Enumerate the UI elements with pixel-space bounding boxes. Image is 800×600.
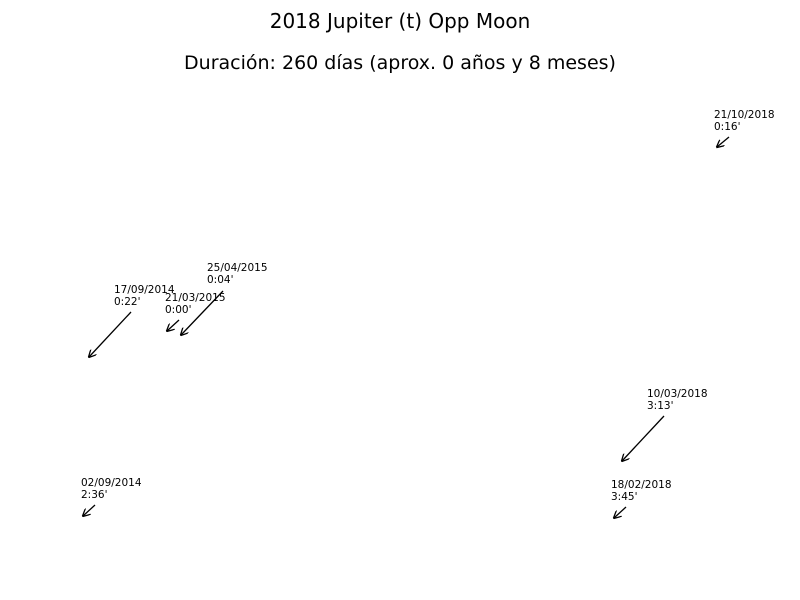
chart-title: 2018 Jupiter (t) Opp Moon (270, 9, 531, 33)
annotation-date: 25/04/2015 (207, 262, 268, 274)
annotation-layer: 02/09/20142:36'17/09/20140:22'21/03/2015… (81, 109, 775, 518)
annotation-date: 17/09/2014 (114, 284, 175, 296)
annotation-value: 3:45' (611, 491, 637, 503)
annotation-value: 0:16' (714, 121, 740, 133)
annotation-arrow (167, 319, 180, 331)
annotation-arrow (83, 504, 96, 516)
annotation-arrow (614, 506, 627, 518)
annotation-value: 0:00' (165, 304, 191, 316)
annotation-arrow (89, 311, 132, 357)
annotation-value: 3:13' (647, 400, 673, 412)
chart-subtitle: Duración: 260 días (aprox. 0 años y 8 me… (184, 52, 616, 74)
annotation-date: 18/02/2018 (611, 479, 672, 491)
annotation-date: 10/03/2018 (647, 388, 708, 400)
annotation-date: 21/03/2015 (165, 292, 226, 304)
annotation-value: 2:36' (81, 489, 107, 501)
annotation-date: 02/09/2014 (81, 477, 142, 489)
annotation-arrow (622, 415, 665, 461)
annotation-value: 0:04' (207, 274, 233, 286)
annotation-arrow (181, 290, 224, 335)
annotation-date: 21/10/2018 (714, 109, 775, 121)
annotation-arrow (717, 136, 730, 147)
annotation-value: 0:22' (114, 296, 140, 308)
